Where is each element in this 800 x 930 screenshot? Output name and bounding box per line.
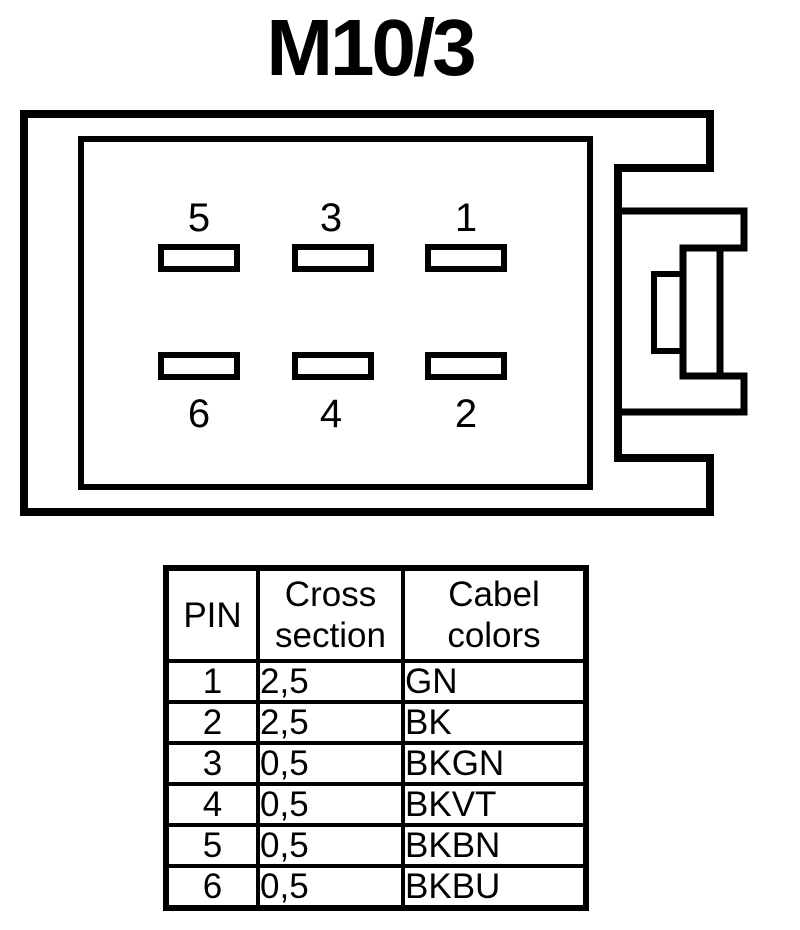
pin-slot-4 [292,352,374,380]
cable-color-cell: GN [401,659,588,704]
cross-section-cell: 2,5 [256,700,405,745]
latch-bar [679,244,724,380]
latch-tab [651,271,686,354]
cross-section-cell: 0,5 [256,782,405,827]
pin-cell: 6 [164,864,260,910]
pin-cell: 3 [164,741,260,786]
cross-section-cell: 0,5 [256,741,405,786]
table-row: 5 0,5 BKBN [164,823,588,868]
header-pin: PIN [164,566,260,663]
pin-cell: 4 [164,782,260,827]
latch-upper-arm [618,207,748,252]
table-header-row: PIN Cross section Cabel colors [164,566,588,663]
pin-slot-3 [292,244,374,272]
pin-cell: 5 [164,823,260,868]
connector-diagram: 5 3 1 6 4 2 [20,110,748,516]
cross-section-cell: 0,5 [256,864,405,910]
diagram-title: M10/3 [266,3,476,92]
pin-wiring-table: PIN Cross section Cabel colors 1 2,5 GN … [163,565,589,911]
cable-color-cell: BKBU [401,864,588,910]
table-row: 3 0,5 BKGN [164,741,588,786]
pin-slot-6 [158,352,240,380]
cable-color-cell: BKVT [401,782,588,827]
pin-3-label: 3 [320,196,342,240]
table-row: 4 0,5 BKVT [164,782,588,827]
header-cross-section: Cross section [256,566,405,663]
pin-4-label: 4 [320,392,342,436]
cross-section-cell: 2,5 [256,659,405,704]
latch-lower-arm [618,372,748,416]
pin-slot-2 [425,352,507,380]
connector-pin-cavity [78,136,593,490]
pin-cell: 1 [164,659,260,704]
table-row: 2 2,5 BK [164,700,588,745]
table-row: 6 0,5 BKBU [164,864,588,910]
pin-cell: 2 [164,700,260,745]
pin-slot-5 [158,244,240,272]
pin-2-label: 2 [455,392,477,436]
header-cable-colors: Cabel colors [401,566,588,663]
pin-5-label: 5 [188,196,210,240]
table-row: 1 2,5 GN [164,659,588,704]
cable-color-cell: BKGN [401,741,588,786]
pin-6-label: 6 [188,392,210,436]
pin-slot-1 [425,244,507,272]
cross-section-cell: 0,5 [256,823,405,868]
pin-1-label: 1 [455,196,477,240]
cable-color-cell: BK [401,700,588,745]
cable-color-cell: BKBN [401,823,588,868]
connector-housing-outline [20,110,714,516]
